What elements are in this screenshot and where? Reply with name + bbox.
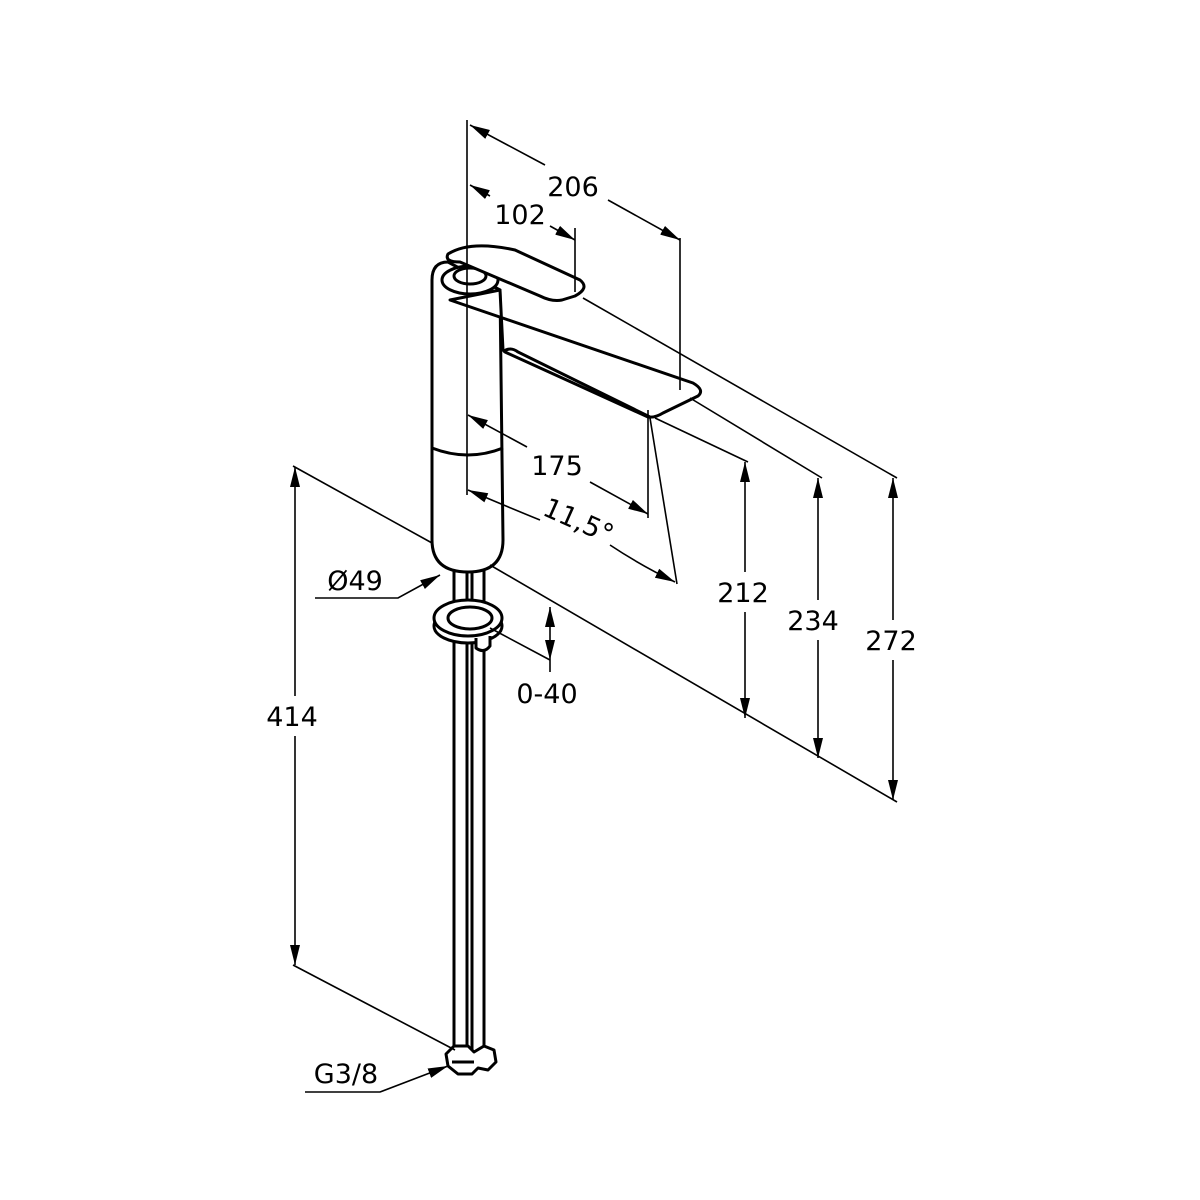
dim-234-label: 234 <box>787 606 839 637</box>
dim-175-label: 175 <box>531 451 583 482</box>
dim-102-label: 102 <box>494 200 546 231</box>
dim-206-label: 206 <box>547 172 599 203</box>
dim-212-label: 212 <box>717 578 769 609</box>
dim-414-label: 414 <box>266 702 318 733</box>
angle-label: 11,5° <box>538 492 618 550</box>
mounting-ring <box>432 598 504 653</box>
dimension-lines <box>290 120 898 1093</box>
connection-fitting <box>444 1044 498 1076</box>
thread-label: G3/8 <box>314 1059 378 1090</box>
diameter-label: Ø49 <box>327 566 383 597</box>
dim-272-label: 272 <box>865 626 917 657</box>
dim-0-40-label: 0-40 <box>516 679 577 710</box>
